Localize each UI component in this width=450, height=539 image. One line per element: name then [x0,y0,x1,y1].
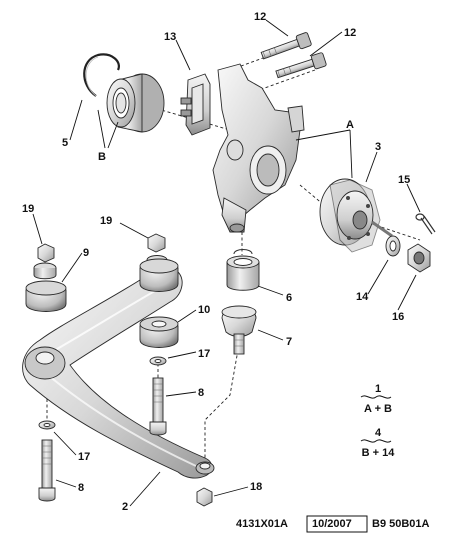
callout-17-center: 17 [198,348,210,360]
hub-nut-part-16 [407,243,431,273]
ball-joint-part-7 [221,305,257,355]
bolts-part-12 [260,32,327,79]
abs-bracket-part-13 [180,73,211,136]
footer-ref-left: 4131X01A [236,518,288,530]
callout-8-left: 8 [78,482,84,494]
callout-10: 10 [198,304,210,316]
footer-date: 10/2007 [312,518,352,530]
washer-part-17-left [38,420,56,430]
lower-control-arm-part-2 [22,258,215,479]
legend-4-top: 4 [375,427,382,439]
steering-knuckle-part-A [212,63,305,233]
callout-3: 3 [375,141,381,153]
callout-2: 2 [122,501,128,513]
bush-part-9 [25,262,67,312]
legend-1-top: 1 [375,383,381,395]
washer-part-17-center [149,356,167,366]
legend-4-bottom: B + 14 [362,447,396,459]
callout-13: 13 [164,31,176,43]
callout-labels: 12 12 13 5 B A 3 15 19 19 9 10 17 8 6 7 … [22,11,410,513]
footer-ref-right: B9 50B01A [372,518,430,530]
callout-8-center: 8 [198,387,204,399]
bolt-part-8-center [149,377,167,436]
callout-7: 7 [286,336,292,348]
circlip-ring-part-5 [83,53,120,97]
callout-6: 6 [286,292,292,304]
callout-19-center: 19 [100,215,112,227]
kit-legend: 1 A + B 4 B + 14 [360,383,396,459]
washer-part-14 [385,235,401,257]
callout-5: 5 [62,137,68,149]
callout-14: 14 [356,291,369,303]
footer-strip: 4131X01A 10/2007 B9 50B01A [236,515,430,533]
nut-part-19-left [37,243,55,263]
nut-part-19-center [147,233,166,253]
callout-19-left: 19 [22,203,34,215]
nut-part-18 [196,487,213,507]
callout-B-bearing: B [98,151,106,163]
bolt-part-8-left [38,439,56,502]
callout-16: 16 [392,311,404,323]
wheel-bearing-part-B [106,73,165,133]
callout-12-lower: 12 [344,27,356,39]
legend-1-tilde [360,395,392,399]
callout-17-left: 17 [78,451,90,463]
legend-4-tilde [360,439,392,443]
callout-A-knuckle: A [346,119,354,131]
callout-leaders [32,19,421,507]
legend-1-bottom: A + B [364,403,392,415]
bush-part-6 [226,249,260,291]
callout-15: 15 [398,174,410,186]
wheel-hub-part-3 [319,178,393,253]
footer-date-box [306,515,368,533]
callout-9: 9 [83,247,89,259]
callout-18: 18 [250,481,262,493]
callout-12-upper: 12 [254,11,266,23]
split-pin-part-15 [415,213,436,235]
